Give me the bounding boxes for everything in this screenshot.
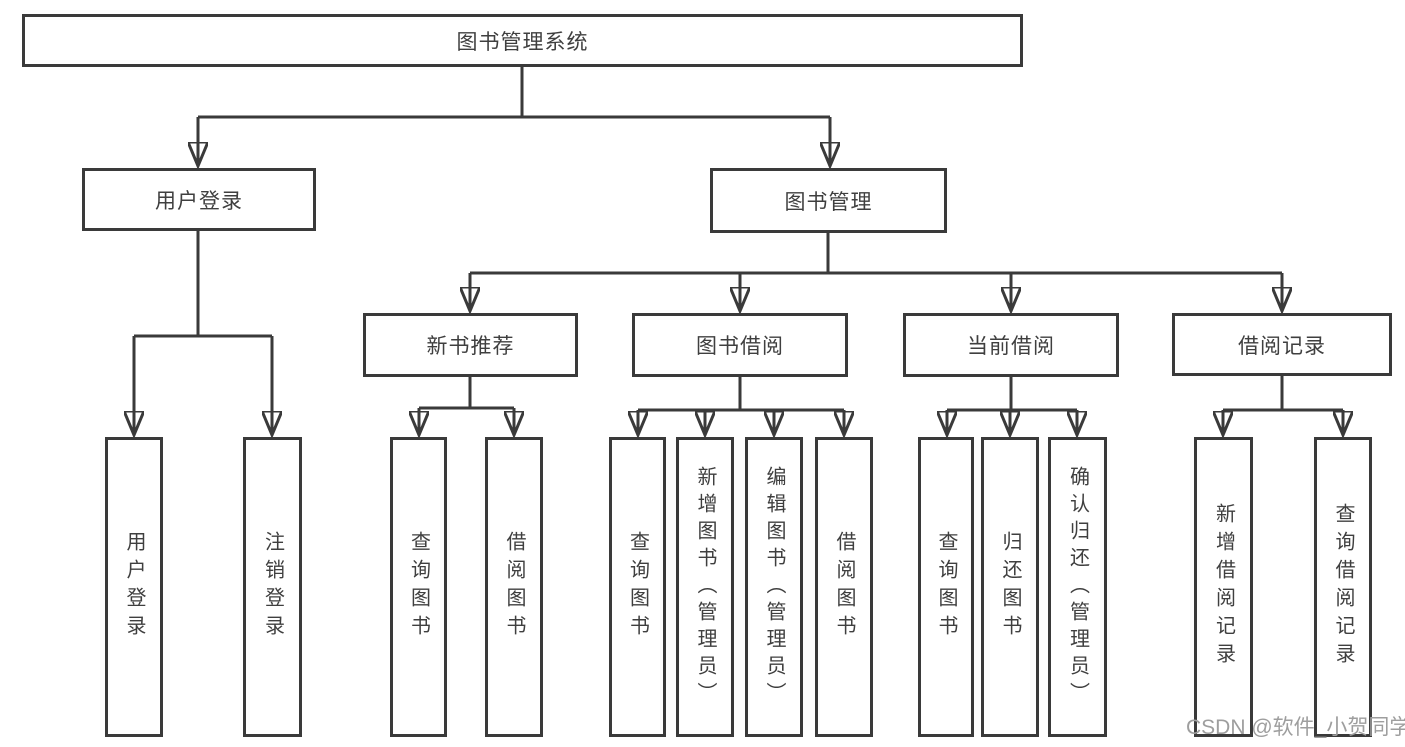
leaf-borrow-books-label: 借阅图书 <box>833 531 855 643</box>
leaf-query-books-current-label: 查询图书 <box>935 531 957 643</box>
leaf-confirm-return-admin: 确认归还（管理员） <box>1048 437 1107 737</box>
leaf-add-borrow-record-label: 新增借阅记录 <box>1212 503 1235 671</box>
leaf-query-borrow-record: 查询借阅记录 <box>1314 437 1372 737</box>
leaf-return-books: 归还图书 <box>981 437 1039 737</box>
node-book-borrowing: 图书借阅 <box>632 313 848 377</box>
edge-book-borrow-to-leaves <box>638 376 844 435</box>
leaf-logout-label: 注销登录 <box>261 531 284 643</box>
node-library-management-system: 图书管理系统 <box>22 14 1023 67</box>
leaf-query-books-borrow: 查询图书 <box>609 437 666 737</box>
leaf-borrow-books: 借阅图书 <box>815 437 873 737</box>
edge-user-login-to-leaves <box>134 230 272 435</box>
node-book-management: 图书管理 <box>710 168 947 233</box>
leaf-edit-books-admin-label: 编辑图书（管理员） <box>763 465 785 709</box>
leaf-edit-books-admin: 编辑图书（管理员） <box>745 437 803 737</box>
leaf-query-borrow-record-label: 查询借阅记录 <box>1332 503 1354 671</box>
leaf-query-books-current: 查询图书 <box>918 437 974 737</box>
edge-new-book-to-leaves <box>419 376 514 435</box>
leaf-query-books-recommend: 查询图书 <box>390 437 447 737</box>
leaf-query-books-recommend-label: 查询图书 <box>407 531 430 643</box>
leaf-user-login-label: 用户登录 <box>123 531 145 643</box>
node-current-borrowing: 当前借阅 <box>903 313 1119 377</box>
leaf-return-books-label: 归还图书 <box>999 531 1021 643</box>
edge-root-to-level2 <box>198 67 830 166</box>
edge-borrow-record-to-leaves <box>1223 376 1343 435</box>
edge-current-borrow-to-leaves <box>947 376 1077 435</box>
leaf-user-login: 用户登录 <box>105 437 163 737</box>
leaf-logout: 注销登录 <box>243 437 302 737</box>
leaf-confirm-return-admin-label: 确认归还（管理员） <box>1066 465 1089 709</box>
leaf-query-books-borrow-label: 查询图书 <box>626 531 649 643</box>
leaf-add-books-admin: 新增图书（管理员） <box>676 437 734 737</box>
leaf-add-books-admin-label: 新增图书（管理员） <box>694 465 716 709</box>
csdn-watermark: CSDN @软件_小贺同学 <box>1186 716 1405 739</box>
leaf-borrow-books-recommend-label: 借阅图书 <box>503 531 525 643</box>
node-borrow-records: 借阅记录 <box>1172 313 1392 376</box>
leaf-borrow-books-recommend: 借阅图书 <box>485 437 543 737</box>
node-new-book-recommend: 新书推荐 <box>363 313 578 377</box>
edge-book-management-to-level3 <box>470 232 1282 311</box>
node-user-login: 用户登录 <box>82 168 316 231</box>
leaf-add-borrow-record: 新增借阅记录 <box>1194 437 1253 737</box>
